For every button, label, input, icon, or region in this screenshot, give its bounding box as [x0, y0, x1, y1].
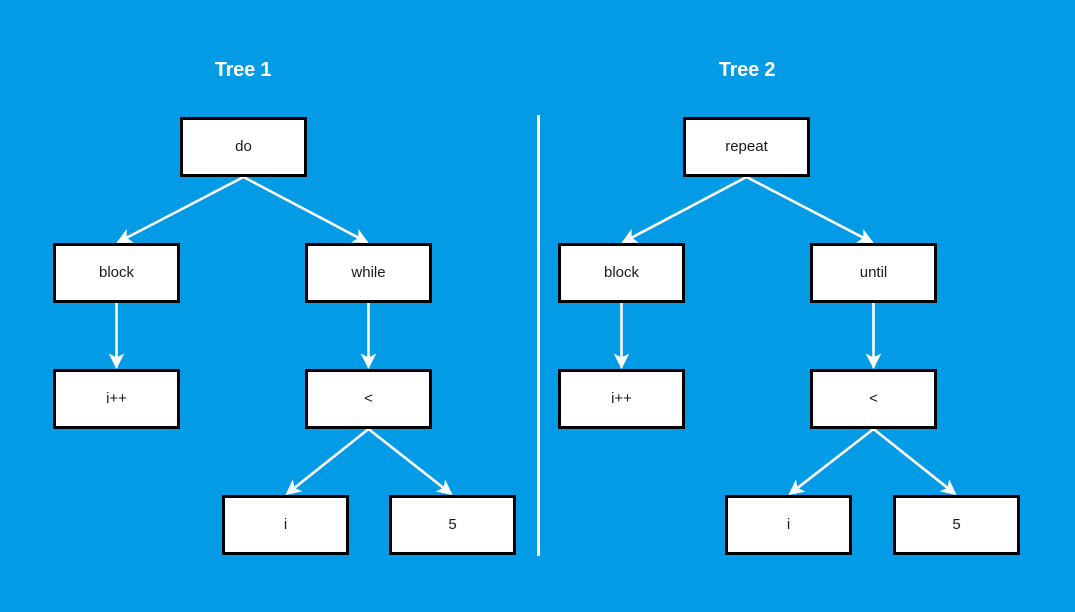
edge-t2-root-to-t2-block [621, 175, 748, 244]
node-t1-while[interactable]: while [305, 243, 432, 303]
node-t2-until[interactable]: until [810, 243, 937, 303]
node-label: block [603, 264, 640, 281]
node-t2-root[interactable]: repeat [683, 117, 810, 177]
node-label: i++ [611, 390, 632, 407]
node-label: i [283, 516, 288, 533]
node-label: block [98, 264, 135, 281]
node-label: do [235, 138, 252, 155]
edge-t1-root-to-t1-block [116, 175, 245, 244]
node-t1-incr[interactable]: i++ [53, 369, 180, 429]
node-label: < [869, 390, 878, 407]
tree-title-1: Tree 1 [214, 59, 272, 81]
edge-t1-lt-to-t1-i [285, 427, 370, 496]
node-label: until [859, 264, 888, 281]
node-t2-lt[interactable]: < [810, 369, 937, 429]
node-label: i++ [106, 390, 127, 407]
node-t1-root[interactable]: do [180, 117, 307, 177]
edge-t1-lt-to-t1-five [367, 427, 453, 496]
node-label: repeat [725, 138, 768, 155]
node-t2-five[interactable]: 5 [893, 495, 1020, 555]
edge-t2-lt-to-t2-i [788, 427, 875, 496]
node-label: while [351, 264, 386, 281]
edge-t2-root-to-t2-until [745, 175, 874, 244]
vertical-divider [537, 115, 540, 556]
node-label: 5 [952, 516, 961, 533]
edge-t1-root-to-t1-while [242, 175, 369, 244]
node-t1-block[interactable]: block [53, 243, 180, 303]
node-t2-incr[interactable]: i++ [558, 369, 685, 429]
node-t1-i[interactable]: i [222, 495, 349, 555]
node-t2-block[interactable]: block [558, 243, 685, 303]
edge-t2-lt-to-t2-five [872, 427, 957, 496]
node-t1-lt[interactable]: < [305, 369, 432, 429]
node-label: < [364, 390, 373, 407]
node-label: i [786, 516, 791, 533]
node-t2-i[interactable]: i [725, 495, 852, 555]
node-label: 5 [448, 516, 457, 533]
tree-title-2: Tree 2 [718, 59, 776, 81]
node-t1-five[interactable]: 5 [389, 495, 516, 555]
